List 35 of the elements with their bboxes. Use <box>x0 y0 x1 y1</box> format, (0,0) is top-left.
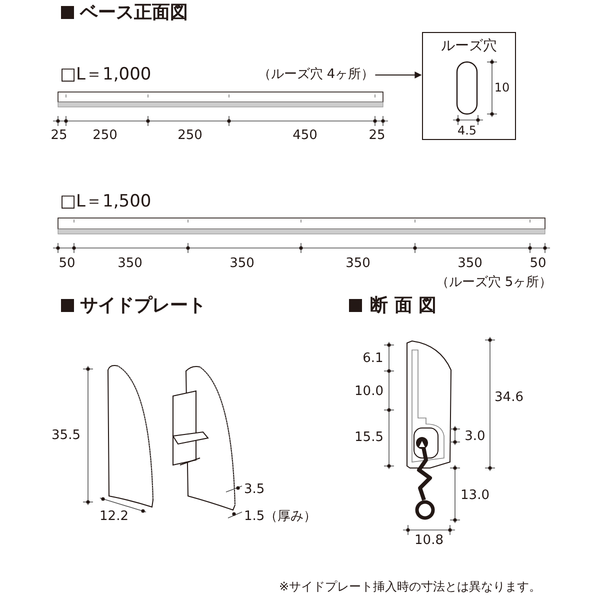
section-heading: ベース正面図 <box>80 3 188 23</box>
dimension-value: 250 <box>178 128 202 144</box>
dimension-value: 3.0 <box>464 430 486 444</box>
dimension-value: 450 <box>292 128 318 144</box>
dimension-value: 25 <box>368 128 386 144</box>
dimension-value: 250 <box>92 128 118 144</box>
dimension-value: 35.5 <box>52 428 80 444</box>
dimension-value: 3.5 <box>244 482 265 498</box>
section-heading: サイドプレート <box>80 296 206 316</box>
dimension-value: 350 <box>230 256 254 272</box>
dimension-value: 50 <box>530 256 546 272</box>
length-label: □L＝1,000 <box>60 66 152 84</box>
note-text: ※サイドプレート挿入時の寸法とは異なります。 <box>278 580 542 594</box>
dimension-value: 12.2 <box>100 510 128 524</box>
length-label: □L＝1,500 <box>60 192 152 212</box>
dimension-value: 50 <box>58 256 76 272</box>
section-heading: 断 面 図 <box>370 296 437 316</box>
hole-count-note: （ルーズ穴 5ヶ所） <box>436 276 552 290</box>
dimension-value: 10.8 <box>414 534 444 548</box>
dimension-value: 13.0 <box>460 488 490 504</box>
dimension-value: 25 <box>50 128 68 144</box>
dimension-value: 350 <box>118 256 142 272</box>
dimension-value: 4.5 <box>457 124 477 138</box>
dimension-value: 10.0 <box>354 384 384 400</box>
box-title: ルーズ穴 <box>440 37 498 55</box>
dimension-value: 350 <box>346 256 370 272</box>
dimension-value: 15.5 <box>354 430 384 446</box>
detail-box <box>422 32 516 140</box>
dimension-value: 6.1 <box>362 352 384 366</box>
dimension-value: 10 <box>494 81 510 95</box>
arrow <box>374 72 422 78</box>
dimension-value: 34.6 <box>494 390 524 406</box>
dimension-value: 350 <box>458 256 482 272</box>
dimension-value: 1.5（厚み） <box>244 510 317 524</box>
callout-text: （ルーズ穴 4ヶ所） <box>258 68 374 82</box>
